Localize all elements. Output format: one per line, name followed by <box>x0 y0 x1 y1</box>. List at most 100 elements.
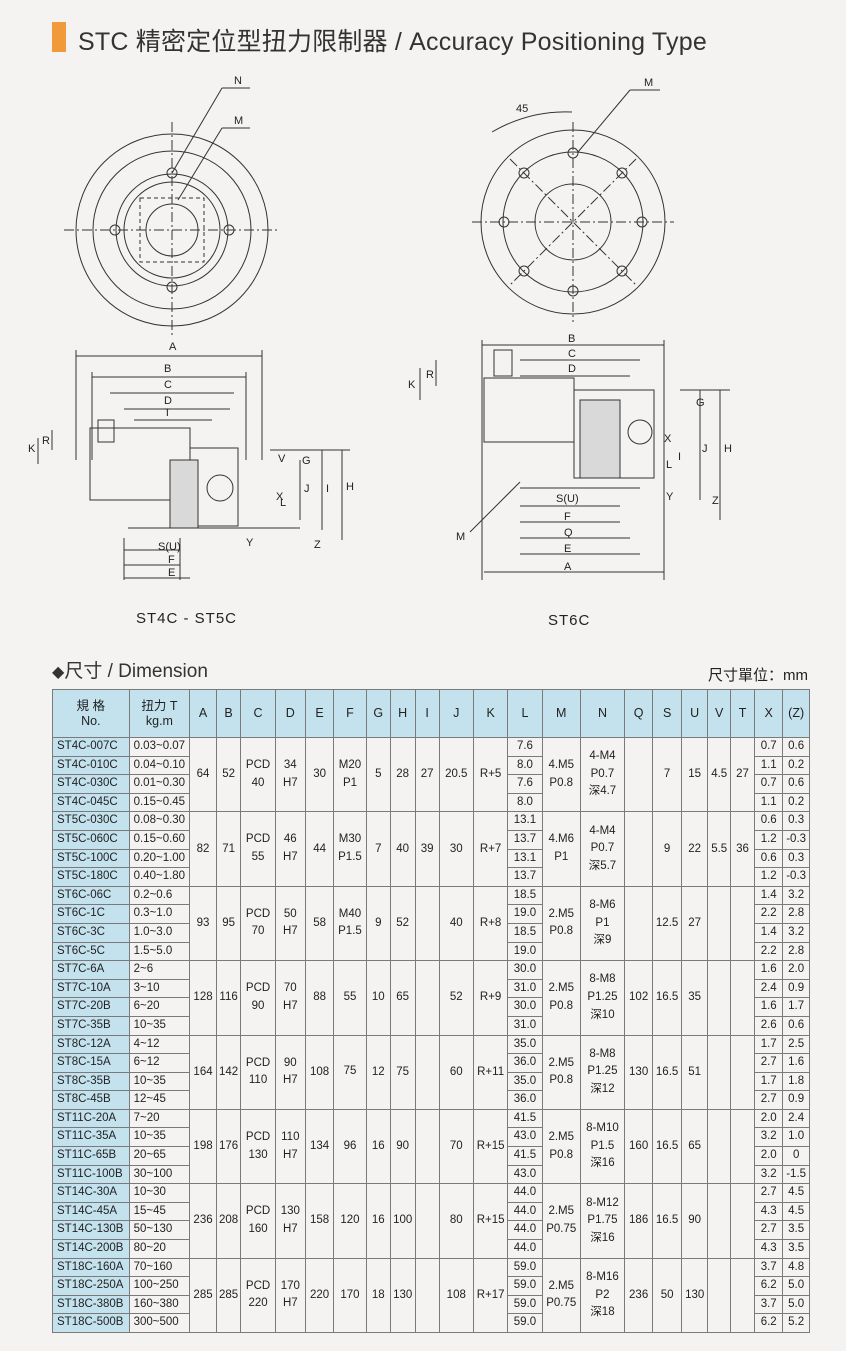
header-col-a: A <box>189 689 217 738</box>
header-col-t: T <box>729 689 756 738</box>
page-title: STC 精密定位型扭力限制器 / Accuracy Positioning Ty… <box>78 28 707 56</box>
cell-i <box>414 1108 440 1185</box>
cell-b: 71 <box>215 811 242 887</box>
torque-cell: 10~35 <box>128 1015 191 1036</box>
cell-l: 44.0 <box>507 1183 543 1203</box>
cell-z: -0.3 <box>782 829 810 850</box>
cell-t: 36 <box>729 811 756 887</box>
cell-l: 44.0 <box>507 1220 543 1241</box>
cell-e: 158 <box>304 1183 335 1259</box>
header-col-v: V <box>707 689 731 738</box>
cell-z: 0.2 <box>782 755 810 776</box>
cell-g: 18 <box>365 1257 391 1334</box>
cell-x: 0.6 <box>754 848 784 869</box>
cell-s: 50 <box>652 1257 682 1334</box>
cell-g: 5 <box>365 736 391 813</box>
header-col-z: (Z) <box>782 689 810 738</box>
cell-z: 5.2 <box>782 1313 810 1333</box>
cell-u: 130 <box>680 1257 709 1334</box>
left-drawing-caption: ST4C - ST5C <box>136 610 238 627</box>
left-label-v: V <box>278 453 286 465</box>
torque-cell: 10~30 <box>128 1183 191 1203</box>
cell-z: 2.4 <box>782 1108 810 1129</box>
cell-l: 35.0 <box>507 1034 543 1055</box>
torque-cell: 10~35 <box>128 1127 191 1148</box>
cell-a: 82 <box>189 811 217 887</box>
cell-l: 59.0 <box>507 1276 543 1296</box>
cell-l: 18.5 <box>507 885 543 906</box>
cell-x: 2.7 <box>754 1183 784 1203</box>
cell-l: 36.0 <box>507 1090 543 1110</box>
cell-z: 1.0 <box>782 1127 810 1148</box>
left-label-r: R <box>42 435 50 447</box>
cell-x: 2.6 <box>754 1015 784 1036</box>
model-cell: ST11C-65B <box>52 1146 130 1166</box>
right-label-q: Q <box>564 527 573 539</box>
torque-cell: 0.15~0.45 <box>128 792 191 813</box>
model-cell: ST5C-100C <box>52 848 130 869</box>
model-cell: ST4C-007C <box>52 737 130 757</box>
model-cell: ST6C-1C <box>52 904 130 924</box>
cell-x: 4.3 <box>754 1201 784 1222</box>
left-label-j: J <box>304 483 310 495</box>
left-label-t: T <box>164 407 171 419</box>
torque-cell: 20~65 <box>128 1146 191 1166</box>
right-drawing-caption: ST6C <box>548 612 591 629</box>
right-label-i: I <box>678 451 681 463</box>
cell-u: 15 <box>680 736 709 813</box>
cell-g: 16 <box>365 1108 391 1185</box>
cell-x: 0.7 <box>754 774 784 794</box>
header-col-s: S <box>652 689 682 738</box>
cell-v: 5.5 <box>707 811 731 887</box>
cell-h: 130 <box>389 1257 416 1334</box>
cell-z: 0.9 <box>782 1090 810 1110</box>
header-col-n: N <box>579 689 625 738</box>
model-cell: ST7C-6A <box>52 960 130 980</box>
cell-z: 4.5 <box>782 1183 810 1203</box>
left-label-n: N <box>234 75 242 87</box>
torque-cell: 12~45 <box>128 1090 191 1110</box>
header-col-q: Q <box>623 689 654 738</box>
cell-z: 0.9 <box>782 978 810 999</box>
cell-s: 16.5 <box>652 1034 682 1110</box>
left-label-y: Y <box>246 537 254 549</box>
right-label-d: D <box>568 363 576 375</box>
cell-j: 80 <box>438 1183 474 1259</box>
model-cell: ST6C-3C <box>52 922 130 943</box>
cell-u: 22 <box>680 811 709 887</box>
model-cell: ST4C-045C <box>52 792 130 813</box>
cell-x: 2.0 <box>754 1108 784 1129</box>
cell-q: 186 <box>623 1183 654 1259</box>
header-col-g: G <box>365 689 391 738</box>
cell-z: 3.2 <box>782 885 810 906</box>
cell-i <box>414 885 440 962</box>
header-col-e: E <box>304 689 335 738</box>
cell-h: 65 <box>389 960 416 1036</box>
cell-j: 70 <box>438 1108 474 1185</box>
header-col-d: D <box>274 689 306 738</box>
cell-b: 95 <box>215 885 242 962</box>
cell-e: 88 <box>304 960 335 1036</box>
cell-z: 0 <box>782 1146 810 1166</box>
cell-l: 8.0 <box>507 755 543 776</box>
torque-cell: 160~380 <box>128 1294 191 1315</box>
right-top-view: 45 M <box>472 77 674 322</box>
cell-s: 16.5 <box>652 1183 682 1259</box>
